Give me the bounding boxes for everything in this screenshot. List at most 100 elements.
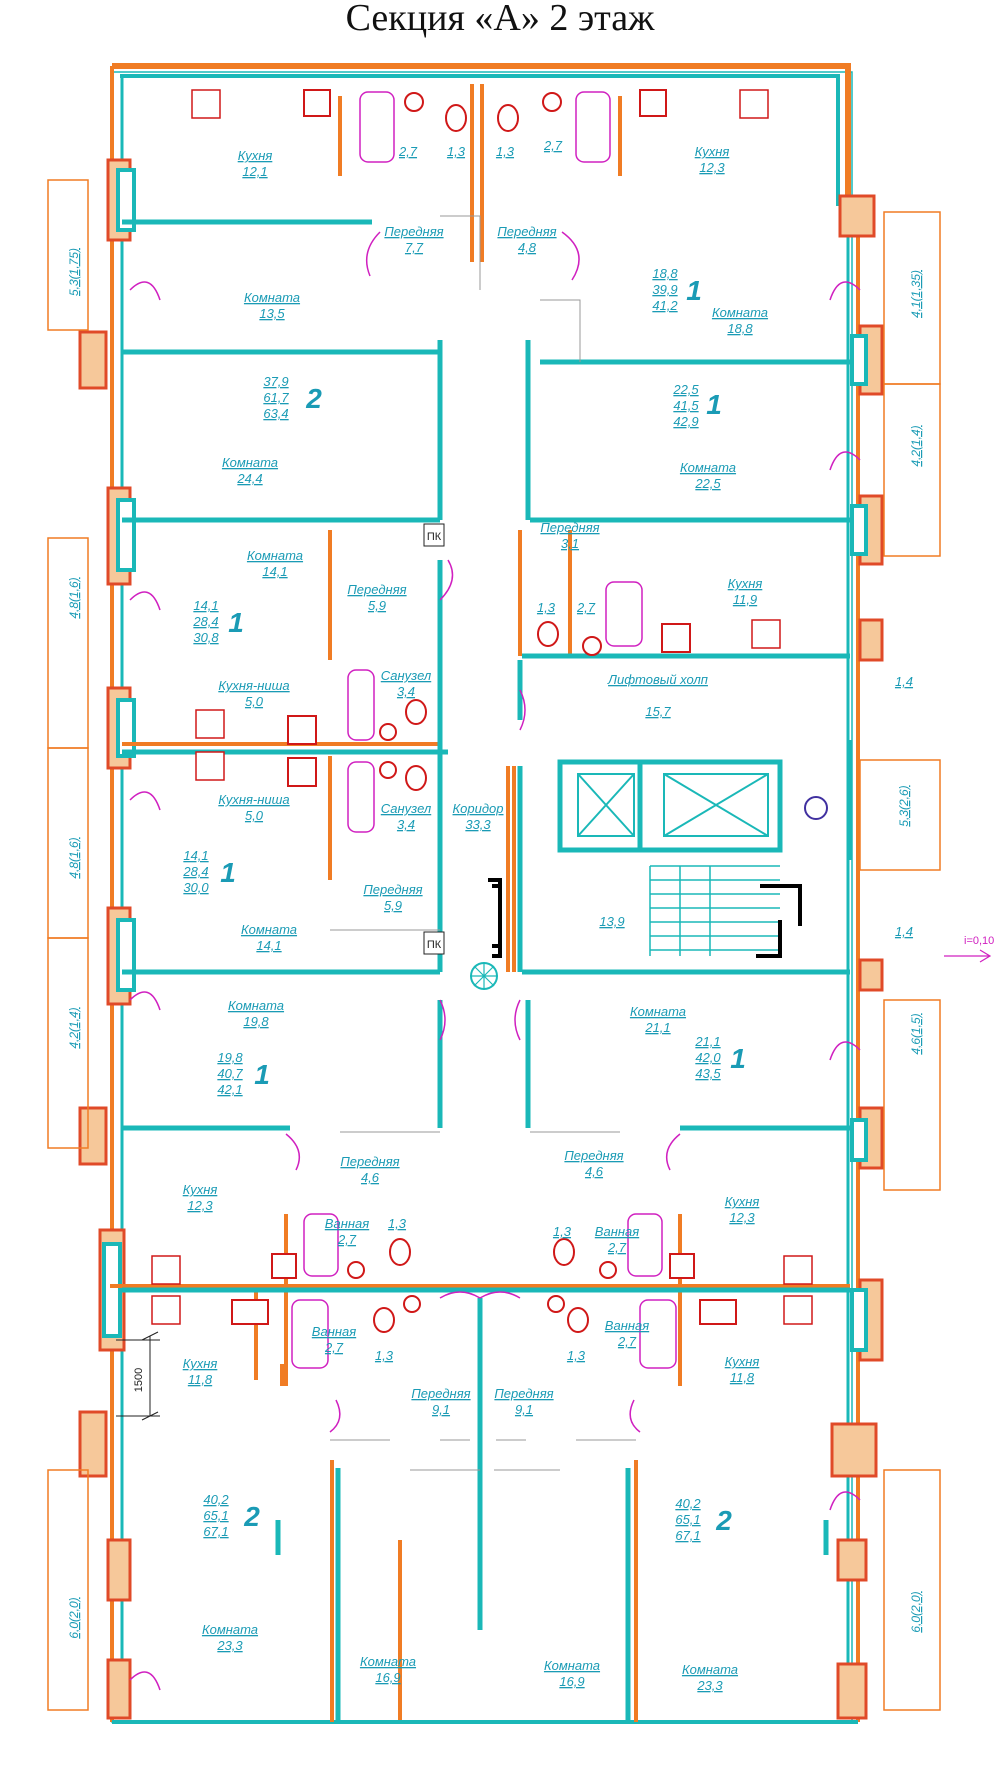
apt-area: 22,5	[672, 382, 699, 397]
apt-room-count: 1	[220, 857, 236, 888]
apt-area: 42,9	[673, 414, 698, 429]
room-area: 5,0	[245, 808, 264, 823]
room-name: Коридор	[453, 801, 504, 816]
room-area: 11,9	[733, 592, 757, 607]
apt-area: 30,0	[183, 880, 209, 895]
balcony-label: 5,3(2,6)	[897, 785, 911, 826]
apt-area: 61,7	[263, 390, 289, 405]
room-area: 3,4	[397, 684, 415, 699]
room-area: 4,6	[585, 1164, 604, 1179]
room-name: Комната	[680, 460, 736, 475]
room-name: Передняя	[540, 520, 599, 535]
room-name: Ванная	[325, 1216, 369, 1231]
room-name: Кухня	[725, 1194, 760, 1209]
room-name: Комната	[228, 998, 284, 1013]
apt-area: 41,2	[652, 298, 678, 313]
apt-area: 40,2	[675, 1496, 701, 1511]
apt-area: 65,1	[203, 1508, 228, 1523]
bathtubs	[291, 91, 677, 1369]
apt-area: 67,1	[203, 1524, 228, 1539]
room-area: 3,1	[561, 536, 579, 551]
room-area: 19,8	[243, 1014, 269, 1029]
room-name: Передняя	[384, 224, 443, 239]
apt-room-count: 1	[706, 389, 722, 420]
room-area: 21,1	[644, 1020, 670, 1035]
balcony-label: 4,2(1,4)	[67, 1007, 81, 1048]
room-name: Кухня	[728, 576, 763, 591]
room-name: Комната	[202, 1622, 258, 1637]
area-label: 1,3	[567, 1348, 586, 1363]
room-area: 2,7	[337, 1232, 357, 1247]
balcony-label: 5,3(1,75)	[67, 248, 81, 296]
room-name: Комната	[682, 1662, 738, 1677]
room-name: Кухня	[183, 1356, 218, 1371]
corridor-railing	[488, 878, 502, 948]
apt-area: 42,0	[695, 1050, 721, 1065]
room-name: Санузел	[381, 668, 432, 683]
area-label: 1,3	[537, 600, 556, 615]
room-labels: Кухня 12,1 Кухня 12,3 Передняя 7,7 Перед…	[183, 144, 768, 1693]
room-area: 14,1	[262, 564, 287, 579]
apt-area: 28,4	[192, 614, 218, 629]
balcony-label: 4,6(1,5)	[909, 1013, 923, 1054]
slope-text: i=0,10	[964, 935, 994, 947]
apt-room-count: 1	[228, 607, 244, 638]
area-label: 13,9	[599, 914, 624, 929]
apt-area: 21,1	[694, 1034, 720, 1049]
apartment-summaries: 18,8 39,9 41,2 1 37,9 61,7 63,4 2 22,5 4…	[182, 266, 745, 1543]
room-area: 14,1	[256, 938, 281, 953]
plan-title: Секция «А» 2 этаж	[345, 0, 655, 39]
pk-marker: ПК	[427, 939, 442, 951]
room-area: 12,3	[729, 1210, 755, 1225]
room-name: Комната	[712, 305, 768, 320]
apt-area: 30,8	[193, 630, 219, 645]
room-name: Комната	[360, 1654, 416, 1669]
area-label: 1,3	[375, 1348, 394, 1363]
dimension-text: 1500	[133, 1368, 145, 1392]
room-name: Комната	[222, 455, 278, 470]
room-name: Кухня-ниша	[218, 678, 289, 693]
room-area: 16,9	[375, 1670, 400, 1685]
thin-lines	[330, 215, 636, 1471]
room-area: 11,8	[188, 1372, 213, 1387]
apt-area: 39,9	[652, 282, 677, 297]
balcony-label: 4,1(1,35)	[909, 270, 923, 318]
staircase	[649, 865, 780, 956]
apt-area: 19,8	[217, 1050, 243, 1065]
apt-area: 67,1	[675, 1528, 700, 1543]
door-swings	[129, 231, 861, 1691]
area-label: 1,3	[496, 144, 515, 159]
area-label: 1,4	[895, 924, 913, 939]
room-area: 15,7	[645, 704, 671, 719]
room-name: Кухня-ниша	[218, 792, 289, 807]
apt-room-count: 2	[305, 383, 322, 414]
apt-area: 41,5	[673, 398, 699, 413]
area-label: 1,4	[895, 674, 913, 689]
entry-arrow	[944, 949, 992, 963]
room-name: Ванная	[312, 1324, 356, 1339]
apt-area: 63,4	[263, 406, 288, 421]
apt-area: 37,9	[263, 374, 288, 389]
interior-walls-cyan	[122, 219, 853, 1720]
area-label: 1,3	[447, 144, 466, 159]
area-label: 2,7	[543, 138, 563, 153]
room-name: Кухня	[725, 1354, 760, 1369]
apt-area: 40,2	[203, 1492, 229, 1507]
room-area: 24,4	[236, 471, 262, 486]
room-area: 12,3	[699, 160, 725, 175]
room-area: 33,3	[465, 817, 491, 832]
interior-walls-orange	[110, 84, 850, 1722]
room-name: Кухня	[695, 144, 730, 159]
balcony-label: 4,8(1,6)	[67, 837, 81, 878]
balcony-label: 4,8(1,6)	[67, 577, 81, 618]
room-area: 9,1	[515, 1402, 533, 1417]
lift-shafts	[577, 773, 769, 837]
balcony-label: 4,2(1,4)	[909, 425, 923, 466]
balcony-label: 6,0(2,0)	[67, 1597, 81, 1638]
room-name: Ванная	[595, 1224, 639, 1239]
room-area: 2,7	[324, 1340, 344, 1355]
room-area: 23,3	[216, 1638, 243, 1653]
pk-marker: ПК	[427, 531, 442, 543]
room-name: Передняя	[564, 1148, 623, 1163]
